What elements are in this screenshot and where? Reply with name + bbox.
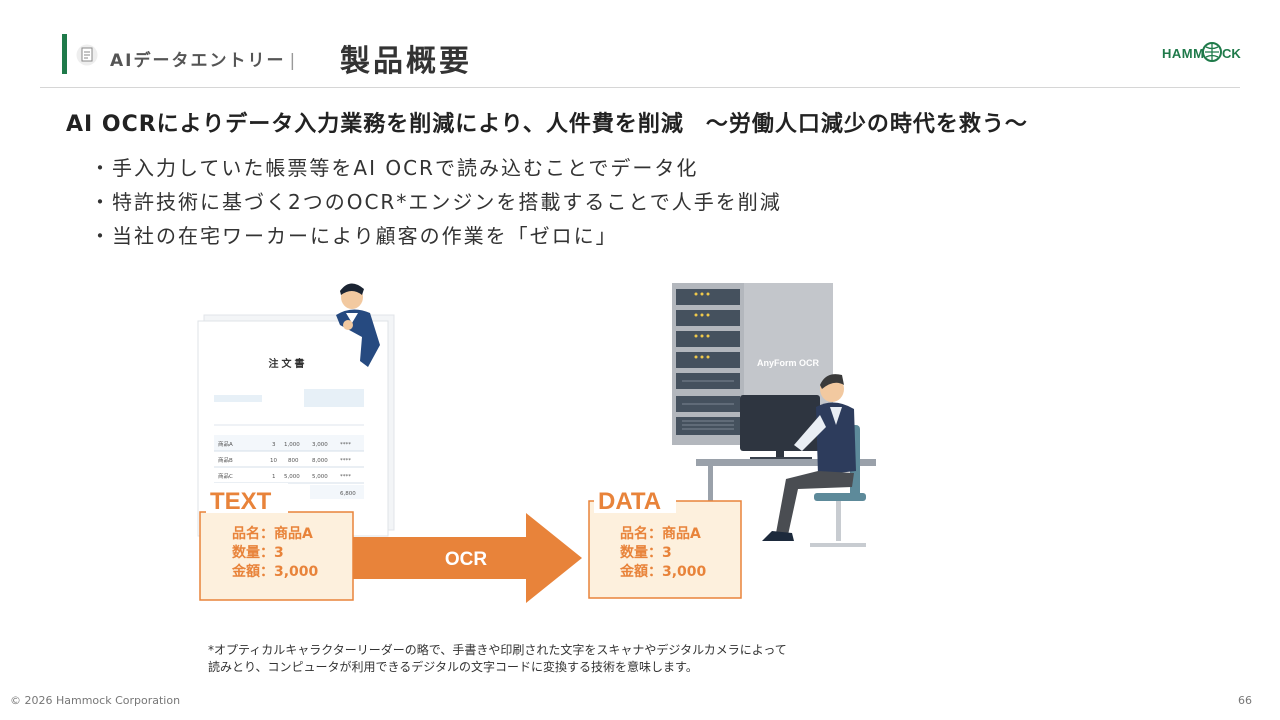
document-icon [76, 44, 98, 66]
text-field-name: 品名：商品A [232, 525, 313, 542]
server-label: AnyForm OCR [757, 358, 820, 368]
data-field-qty: 数量：3 [620, 544, 672, 561]
header-accent-bar [62, 34, 67, 74]
svg-text:****: **** [340, 442, 351, 448]
form-row-price: 5,000 [284, 474, 300, 480]
headline: AI OCRによりデータ入力業務を削減により、人件費を削減 ～労働人口減少の時代を… [66, 106, 1028, 138]
form-row-price: 800 [288, 458, 299, 464]
svg-text:CK: CK [1222, 46, 1241, 61]
page-number: 66 [1238, 694, 1252, 707]
form-row-price: 1,000 [284, 442, 300, 448]
copyright: © 2026 Hammock Corporation [10, 694, 181, 707]
footnote-line: *オプティカルキャラクターリーダーの略で、手書きや印刷された文字をスキャナやデジ… [208, 643, 787, 657]
arrow-label: OCR [445, 549, 488, 570]
headline-sub: ～労働人口減少の時代を救う～ [705, 112, 1028, 137]
text-box: TEXT 品名：商品A 数量：3 金額：3,000 [199, 483, 354, 601]
form-row-amount: 5,000 [312, 474, 328, 480]
person-holding-form-icon [336, 283, 380, 367]
form-row-amount: 3,000 [312, 442, 328, 448]
form-table: 商品A 3 1,000 3,000 **** 商品B 10 800 8,000 … [214, 435, 364, 499]
bullet-item: 特許技術に基づく2つのOCR*エンジンを搭載することで人手を削減 [90, 186, 782, 220]
form-row-qty: 3 [272, 442, 276, 448]
text-field-amount: 金額：3,000 [231, 563, 319, 580]
headline-main: AI OCRによりデータ入力業務を削減により、人件費を削減 [66, 112, 684, 137]
worker-at-desk-icon [696, 374, 876, 547]
bullet-item: 当社の在宅ワーカーにより顧客の作業を「ゼロに」 [90, 220, 782, 254]
footnote: *オプティカルキャラクターリーダーの略で、手書きや印刷された文字をスキャナやデジ… [208, 642, 908, 676]
svg-text:****: **** [340, 458, 351, 464]
header-separator: | [289, 51, 298, 71]
svg-text:****: **** [340, 474, 351, 480]
data-label: DATA [598, 488, 661, 515]
form-row-qty: 1 [272, 474, 276, 480]
bullet-item: 手入力していた帳票等をAI OCRで読み込むことでデータ化 [90, 152, 782, 186]
company-logo: HAMM CK [1162, 42, 1241, 62]
form-row-name: 商品C [218, 472, 233, 480]
form-row-qty: 10 [270, 458, 277, 464]
section-label: AIデータエントリー| [110, 51, 298, 71]
ocr-illustration: 注文書 商品A 3 1,000 3,000 **** 商品B 10 800 8,… [197, 283, 876, 603]
data-field-amount: 金額：3,000 [619, 563, 707, 580]
header-divider [40, 87, 1240, 88]
form-title: 注文書 [269, 357, 308, 370]
data-box: DATA 品名：商品A 数量：3 金額：3,000 [588, 483, 742, 599]
footnote-line: 読みとり、コンピュータが利用できるデジタルの文字コードに変換する技術を意味します… [208, 660, 698, 674]
text-label: TEXT [210, 488, 272, 515]
page-title: 製品概要 [340, 44, 472, 79]
form-total: 6,800 [340, 491, 356, 497]
data-field-name: 品名：商品A [620, 525, 701, 542]
svg-text:HAMM: HAMM [1162, 46, 1204, 61]
form-row-amount: 8,000 [312, 458, 328, 464]
bullet-list: 手入力していた帳票等をAI OCRで読み込むことでデータ化 特許技術に基づく2つ… [90, 152, 782, 254]
form-row-name: 商品A [218, 440, 233, 448]
ocr-arrow: OCR [353, 513, 582, 603]
text-field-qty: 数量：3 [232, 544, 284, 561]
form-row-name: 商品B [218, 456, 233, 464]
